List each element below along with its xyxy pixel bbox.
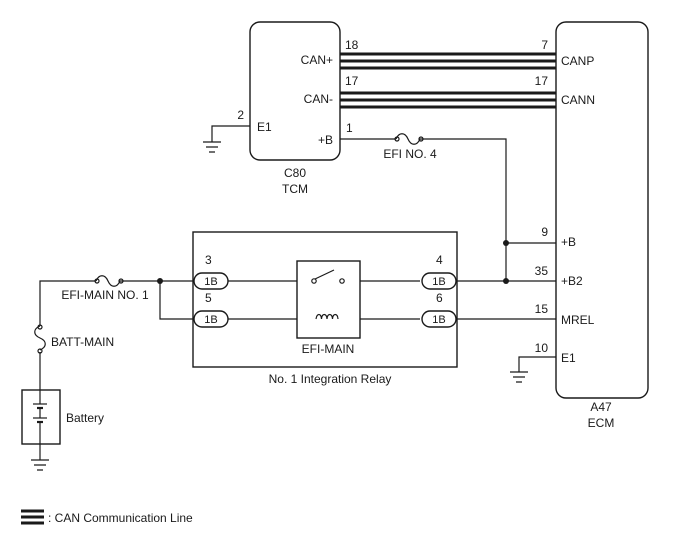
efi-main-no1-fuse-icon [95, 275, 124, 287]
efi-no4-fuse-end-right [418, 136, 424, 142]
tcm-pin-18: 18 [345, 38, 359, 52]
junction-dot-efi-main [157, 278, 163, 284]
tcm-label-b: +B [318, 133, 333, 147]
ecm-name: ECM [588, 416, 615, 430]
connector-pill-pin4 [421, 272, 457, 290]
ecm-pin-10: 10 [535, 341, 549, 355]
integration-relay-label: No. 1 Integration Relay [269, 372, 392, 386]
tcm-pin-2: 2 [237, 108, 244, 122]
battery-icon [33, 390, 47, 444]
ecm-connector-code: A47 [590, 400, 612, 414]
ecm-pin-15: 15 [535, 302, 549, 316]
ecm-label-e1: E1 [561, 351, 576, 365]
ecm-label-b: +B [561, 235, 576, 249]
tcm-name: TCM [282, 182, 308, 196]
batt-main-fuse-label: BATT-MAIN [51, 335, 114, 349]
battery-ground-symbol [31, 444, 49, 471]
ecm-label-canp: CANP [561, 54, 594, 68]
ecm-label-cann: CANN [561, 93, 595, 107]
junction-dot-b [503, 240, 509, 246]
efi-main-relay-box [296, 260, 361, 339]
tcm-connector-code: C80 [284, 166, 306, 180]
ecm-pin-7: 7 [541, 38, 548, 52]
tcm-b-wire [340, 138, 507, 243]
tcm-label-can-plus: CAN+ [301, 53, 333, 67]
ecm-box [555, 21, 649, 399]
efi-main-relay-label: EFI-MAIN [302, 342, 355, 356]
battery-label: Battery [66, 411, 104, 425]
tcm-box [249, 21, 341, 161]
ecm-pin-35: 35 [535, 264, 549, 278]
ecm-ground-symbol [510, 356, 556, 383]
tcm-label-can-minus: CAN- [304, 92, 333, 106]
ecm-label-mrel: MREL [561, 313, 595, 327]
efi-no4-fuse-end-left [394, 136, 400, 142]
legend-can-line-icon [21, 509, 44, 525]
relay-switch-icon [311, 269, 345, 284]
connector-pill-pin3-label: 1B [204, 276, 217, 288]
battery-box [21, 389, 61, 445]
legend-can-line-label: : CAN Communication Line [48, 511, 193, 525]
relay-pin-6: 6 [436, 291, 443, 305]
relay-coil-icon [315, 313, 339, 320]
connector-pill-pin6 [421, 310, 457, 328]
tcm-pin-1: 1 [346, 121, 353, 135]
tcm-pin-17: 17 [345, 74, 359, 88]
efi-main-no1-fuse-label: EFI-MAIN NO. 1 [61, 288, 149, 302]
tcm-label-e1: E1 [257, 120, 272, 134]
relay-pin-5: 5 [205, 291, 212, 305]
tcm-ground-symbol [203, 125, 250, 153]
can-bus-cann [340, 91, 556, 109]
connector-pill-pin6-label: 1B [432, 314, 445, 326]
relay-pin-4: 4 [436, 253, 443, 267]
efi-no4-fuse-icon [395, 133, 424, 145]
ecm-pin-9: 9 [541, 225, 548, 239]
efi-no4-fuse-label: EFI NO. 4 [383, 147, 437, 161]
connector-pill-pin5-label: 1B [204, 314, 217, 326]
batt-main-fuse-icon [34, 325, 46, 351]
relay-pin-3: 3 [205, 253, 212, 267]
efi-main-no1-fuse-end-left [94, 278, 100, 284]
ecm-pin-17: 17 [535, 74, 549, 88]
connector-pill-pin4-label: 1B [432, 276, 445, 288]
pin5-feed-wire [159, 281, 194, 320]
efi-main-no1-fuse-end-right [118, 278, 124, 284]
batt-main-fuse-end-top [37, 324, 43, 330]
can-bus-canp [340, 52, 556, 70]
ecm-label-b2: +B2 [561, 274, 583, 288]
